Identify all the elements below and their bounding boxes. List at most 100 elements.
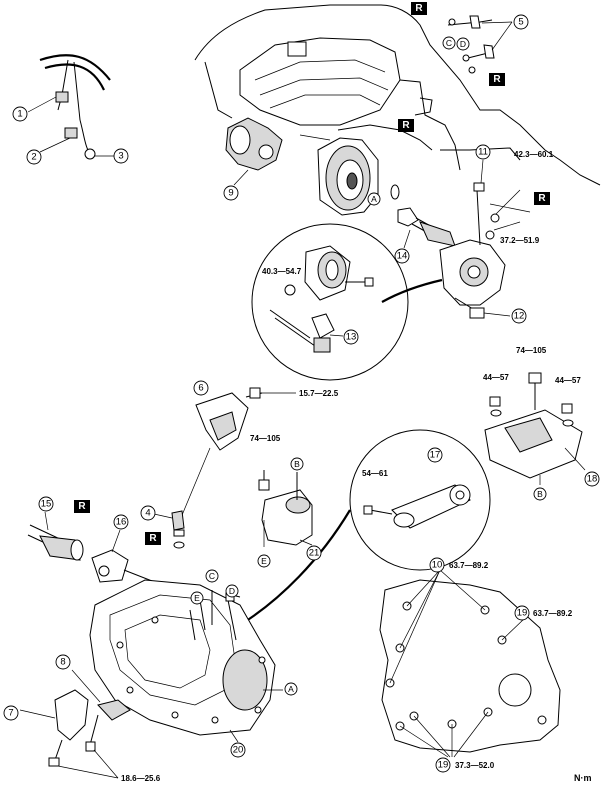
- letter-marker-c-top: C: [442, 36, 456, 50]
- letter-marker-c-trans: C: [205, 569, 219, 583]
- letter-marker-d-trans: D: [225, 584, 239, 598]
- svg-text:4: 4: [145, 508, 150, 519]
- drive-shaft: [397, 207, 456, 249]
- connector-2: [64, 127, 78, 139]
- svg-text:8: 8: [60, 657, 65, 668]
- svg-text:B: B: [294, 459, 300, 469]
- callout-15: 15: [38, 496, 54, 512]
- part-8: [71, 669, 131, 752]
- knuckle-hub: [439, 159, 531, 319]
- callout-12: 12: [511, 308, 527, 324]
- svg-text:18: 18: [587, 474, 598, 485]
- torque-label: 63.7—89.2: [533, 609, 573, 618]
- torque-label: 44—57: [555, 376, 581, 385]
- torque-label: 15.7—22.5: [299, 389, 339, 398]
- letter-marker-e-trans: E: [190, 591, 204, 605]
- svg-text:R: R: [149, 533, 157, 544]
- replace-mark-6: R: [145, 532, 161, 545]
- svg-text:D: D: [229, 586, 235, 596]
- callout-8: 8: [55, 654, 71, 670]
- callout-17: 17: [427, 447, 443, 463]
- starter-motor: [225, 117, 283, 186]
- svg-text:R: R: [538, 193, 546, 204]
- replace-mark-2: R: [489, 73, 505, 86]
- callout-19a: 19: [514, 605, 530, 621]
- svg-text:5: 5: [518, 17, 523, 28]
- callout-18: 18: [584, 471, 600, 487]
- svg-text:16: 16: [116, 517, 127, 528]
- bracket-7: [19, 689, 89, 767]
- o-ring: [390, 184, 400, 200]
- connector-1: [55, 91, 69, 103]
- svg-text:R: R: [402, 120, 410, 131]
- detail-circle-13: [251, 223, 443, 381]
- svg-text:R: R: [493, 74, 501, 85]
- callout-5: 5: [513, 14, 529, 30]
- torque-label: 42.3—60.1: [514, 150, 554, 159]
- unit-label: N·m: [574, 773, 592, 783]
- svg-text:B: B: [537, 489, 543, 499]
- mount-18: [484, 372, 586, 485]
- callout-20: 20: [230, 742, 246, 758]
- engine-outline: [194, 4, 601, 186]
- letter-marker-a-trans: A: [284, 682, 298, 696]
- svg-text:1: 1: [17, 109, 22, 120]
- torque-label: 37.2—51.9: [500, 236, 540, 245]
- callout-19b: 19: [435, 757, 451, 773]
- callout-1: 1: [12, 106, 28, 122]
- svg-text:A: A: [288, 684, 294, 694]
- small-parts-5: [447, 15, 513, 74]
- callout-3: 3: [113, 148, 129, 164]
- svg-text:14: 14: [397, 251, 408, 262]
- svg-text:C: C: [209, 571, 215, 581]
- flywheel: [317, 137, 400, 216]
- svg-text:20: 20: [233, 745, 244, 756]
- callout-21: 21: [306, 545, 322, 561]
- svg-text:R: R: [415, 3, 423, 14]
- torque-leader-18-6: [57, 749, 119, 779]
- svg-text:E: E: [261, 556, 267, 566]
- detail-circle-17: [239, 429, 491, 626]
- torque-label: 74—105: [516, 346, 547, 355]
- svg-text:C: C: [446, 38, 452, 48]
- transaxle: [89, 579, 283, 743]
- letter-marker-b-mount: B: [290, 457, 304, 471]
- sensor-4: [153, 510, 185, 549]
- svg-text:A: A: [371, 194, 377, 204]
- letter-marker-b-right: B: [533, 487, 547, 501]
- callout-11: 11: [475, 144, 491, 160]
- callout-7: 7: [3, 705, 19, 721]
- svg-text:12: 12: [514, 311, 525, 322]
- torque-label: 44—57: [483, 373, 509, 382]
- svg-text:9: 9: [228, 188, 233, 199]
- ground-terminal-3: [84, 148, 96, 160]
- replace-mark-3: R: [398, 119, 414, 132]
- svg-text:19: 19: [517, 608, 528, 619]
- callout-16: 16: [113, 514, 129, 530]
- svg-text:7: 7: [8, 708, 13, 719]
- svg-text:15: 15: [41, 499, 52, 510]
- torque-label: 63.7—89.2: [449, 561, 489, 570]
- bracket-6: [179, 387, 296, 521]
- svg-text:D: D: [460, 39, 466, 49]
- svg-text:R: R: [78, 501, 86, 512]
- letter-marker-e-mount: E: [257, 554, 271, 568]
- torque-label: 74—105: [250, 434, 281, 443]
- callout-14: 14: [394, 248, 410, 264]
- callout-4: 4: [140, 505, 156, 521]
- torque-label: 18.6—25.6: [121, 774, 161, 783]
- callout-6: 6: [193, 380, 209, 396]
- svg-text:3: 3: [118, 151, 123, 162]
- torque-label: 40.3—54.7: [262, 267, 302, 276]
- torque-label: 54—61: [362, 469, 388, 478]
- svg-text:13: 13: [346, 332, 357, 343]
- replace-mark-1: R: [411, 2, 427, 15]
- mount-21: [258, 470, 313, 547]
- callout-10: 10: [429, 557, 445, 573]
- callout-2: 2: [26, 149, 42, 165]
- svg-text:E: E: [194, 593, 200, 603]
- svg-text:2: 2: [31, 152, 36, 163]
- svg-text:10: 10: [432, 560, 443, 571]
- svg-text:21: 21: [309, 548, 320, 559]
